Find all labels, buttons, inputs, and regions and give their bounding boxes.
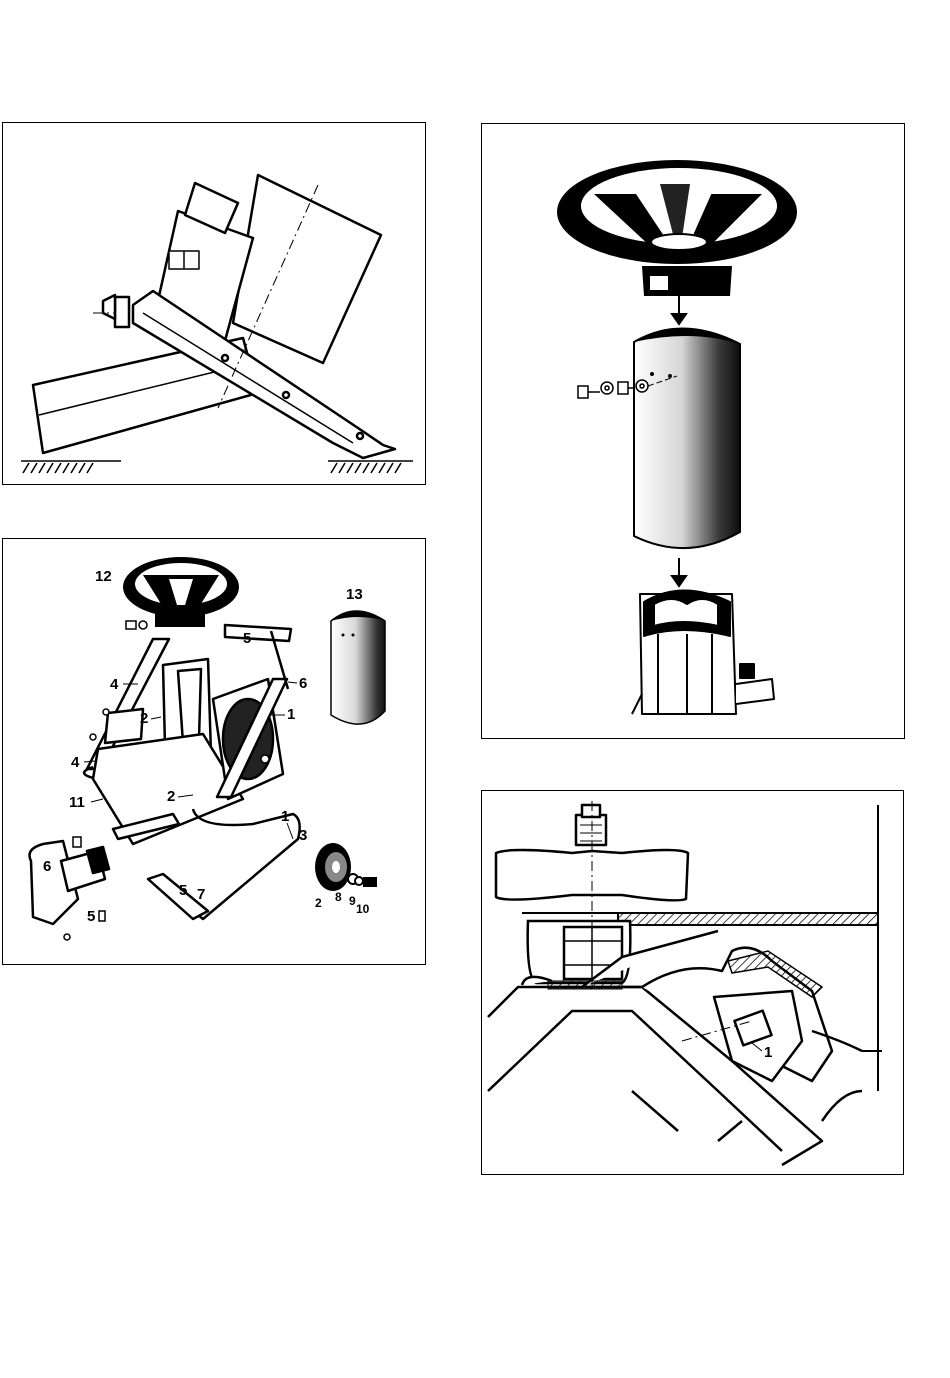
part-number-8: 8 (335, 890, 342, 904)
figure-exploded-parts: 12 13 5 6 4 2 1 4 11 2 1 3 6 5 7 5 2 8 9… (2, 538, 426, 965)
figure-tilted-shredder (2, 122, 426, 485)
part-number-6-lower: 6 (43, 858, 51, 875)
part-number-3: 3 (299, 827, 307, 844)
part-number-1: 1 (287, 706, 295, 723)
illustration-exploded-parts: 12 13 5 6 4 2 1 4 11 2 1 3 6 5 7 5 2 8 9… (3, 539, 425, 964)
figure-clamp-knob-detail: 1 (481, 790, 904, 1175)
hex-nut (528, 921, 631, 983)
part-number-1: 1 (764, 1044, 772, 1061)
part-number-13: 13 (346, 586, 363, 603)
tube (634, 328, 740, 548)
part-number-1-lower: 1 (281, 808, 289, 825)
part-number-5: 5 (243, 630, 251, 647)
part-number-2-middle: 2 (167, 788, 175, 805)
frame-assembly (30, 625, 300, 924)
part-number-4: 4 (110, 676, 119, 693)
part-number-11: 11 (69, 794, 85, 811)
figure-funnel-tube-assembly (481, 123, 905, 739)
illustration-clamp-knob-detail: 1 (482, 791, 903, 1174)
wheel-part (315, 843, 377, 891)
part-number-5-middle: 5 (179, 882, 187, 899)
part-number-2: 2 (140, 710, 148, 727)
tube-part (331, 611, 385, 724)
part-number-4-lower: 4 (71, 754, 80, 771)
part-number-5-lower: 5 (87, 908, 95, 925)
part-number-12: 12 (95, 568, 112, 585)
frame-column (632, 591, 774, 715)
part-number-10: 10 (356, 902, 370, 916)
part-number-7: 7 (197, 886, 205, 903)
part-number-6: 6 (299, 675, 307, 692)
funnel-part (123, 557, 239, 627)
part-number-9: 9 (349, 894, 356, 908)
illustration-funnel-tube-assembly (482, 124, 904, 738)
funnel (557, 160, 797, 296)
part-number-2-wheel: 2 (315, 896, 322, 910)
illustration-tilted-shredder (3, 123, 425, 484)
